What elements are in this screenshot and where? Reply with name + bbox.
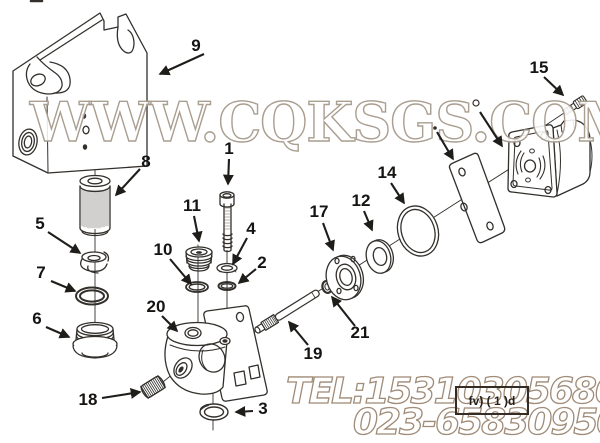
part-10-o-ring: [185, 281, 209, 293]
callout-20: 20: [146, 297, 166, 316]
part-3-o-ring: [199, 403, 229, 421]
callout-18: 18: [78, 390, 98, 409]
page-tag-label: fv) ( 1 )d: [468, 393, 516, 408]
callout-2: 2: [257, 253, 267, 272]
callout-6: 6: [32, 309, 42, 328]
callout-10: 10: [153, 240, 173, 259]
part-17-flange: [325, 254, 365, 301]
part-11-plug: [185, 246, 213, 272]
part-6-plug-cap: [72, 321, 118, 359]
part-4-washer: [216, 262, 238, 275]
part-9-filter-block: [12, 12, 148, 174]
obscured-callout-mark: [472, 99, 480, 107]
part-20-housing: [164, 305, 268, 402]
callout-11: 11: [183, 196, 201, 215]
watermark-site: WWW.CQKSGS.COM: [29, 89, 600, 154]
part-8-filter-element: [79, 174, 111, 237]
part-1-screw: [219, 191, 235, 253]
watermark-phone-1: TEL:15310305680: [285, 370, 600, 412]
callout-14: 14: [377, 163, 397, 182]
part-2-o-ring: [217, 281, 237, 291]
part-7-o-ring: [75, 286, 109, 306]
callout-8: 8: [141, 152, 151, 171]
part-gasket-plate: [448, 152, 506, 244]
callout-9: 9: [191, 36, 201, 55]
callout-15: 15: [529, 58, 549, 77]
part-19-shaft: [254, 289, 320, 334]
callout-arrows: [45, 53, 565, 417]
watermark-phone-2: 023-65830950: [352, 401, 600, 443]
part-18-knurled-nut: [140, 375, 166, 399]
part-5-seal-retainer: [79, 251, 110, 274]
callout-4: 4: [246, 219, 256, 238]
callout-1: 1: [224, 139, 234, 158]
callout-5: 5: [35, 214, 45, 233]
callout-17: 17: [309, 202, 329, 221]
callout-21: 21: [350, 323, 370, 342]
page-tag-box: fv) ( 1 )d: [455, 386, 529, 415]
part-12-seal-washer: [365, 239, 395, 274]
obscured-callout-dot: [433, 126, 437, 130]
part-pump-cover: [507, 119, 593, 198]
part-15-bolt: [562, 95, 588, 116]
callout-12: 12: [351, 191, 371, 210]
callout-19: 19: [303, 344, 323, 363]
callout-3: 3: [258, 399, 268, 418]
callout-7: 7: [36, 263, 46, 282]
part-14-large-o-ring: [396, 205, 440, 257]
